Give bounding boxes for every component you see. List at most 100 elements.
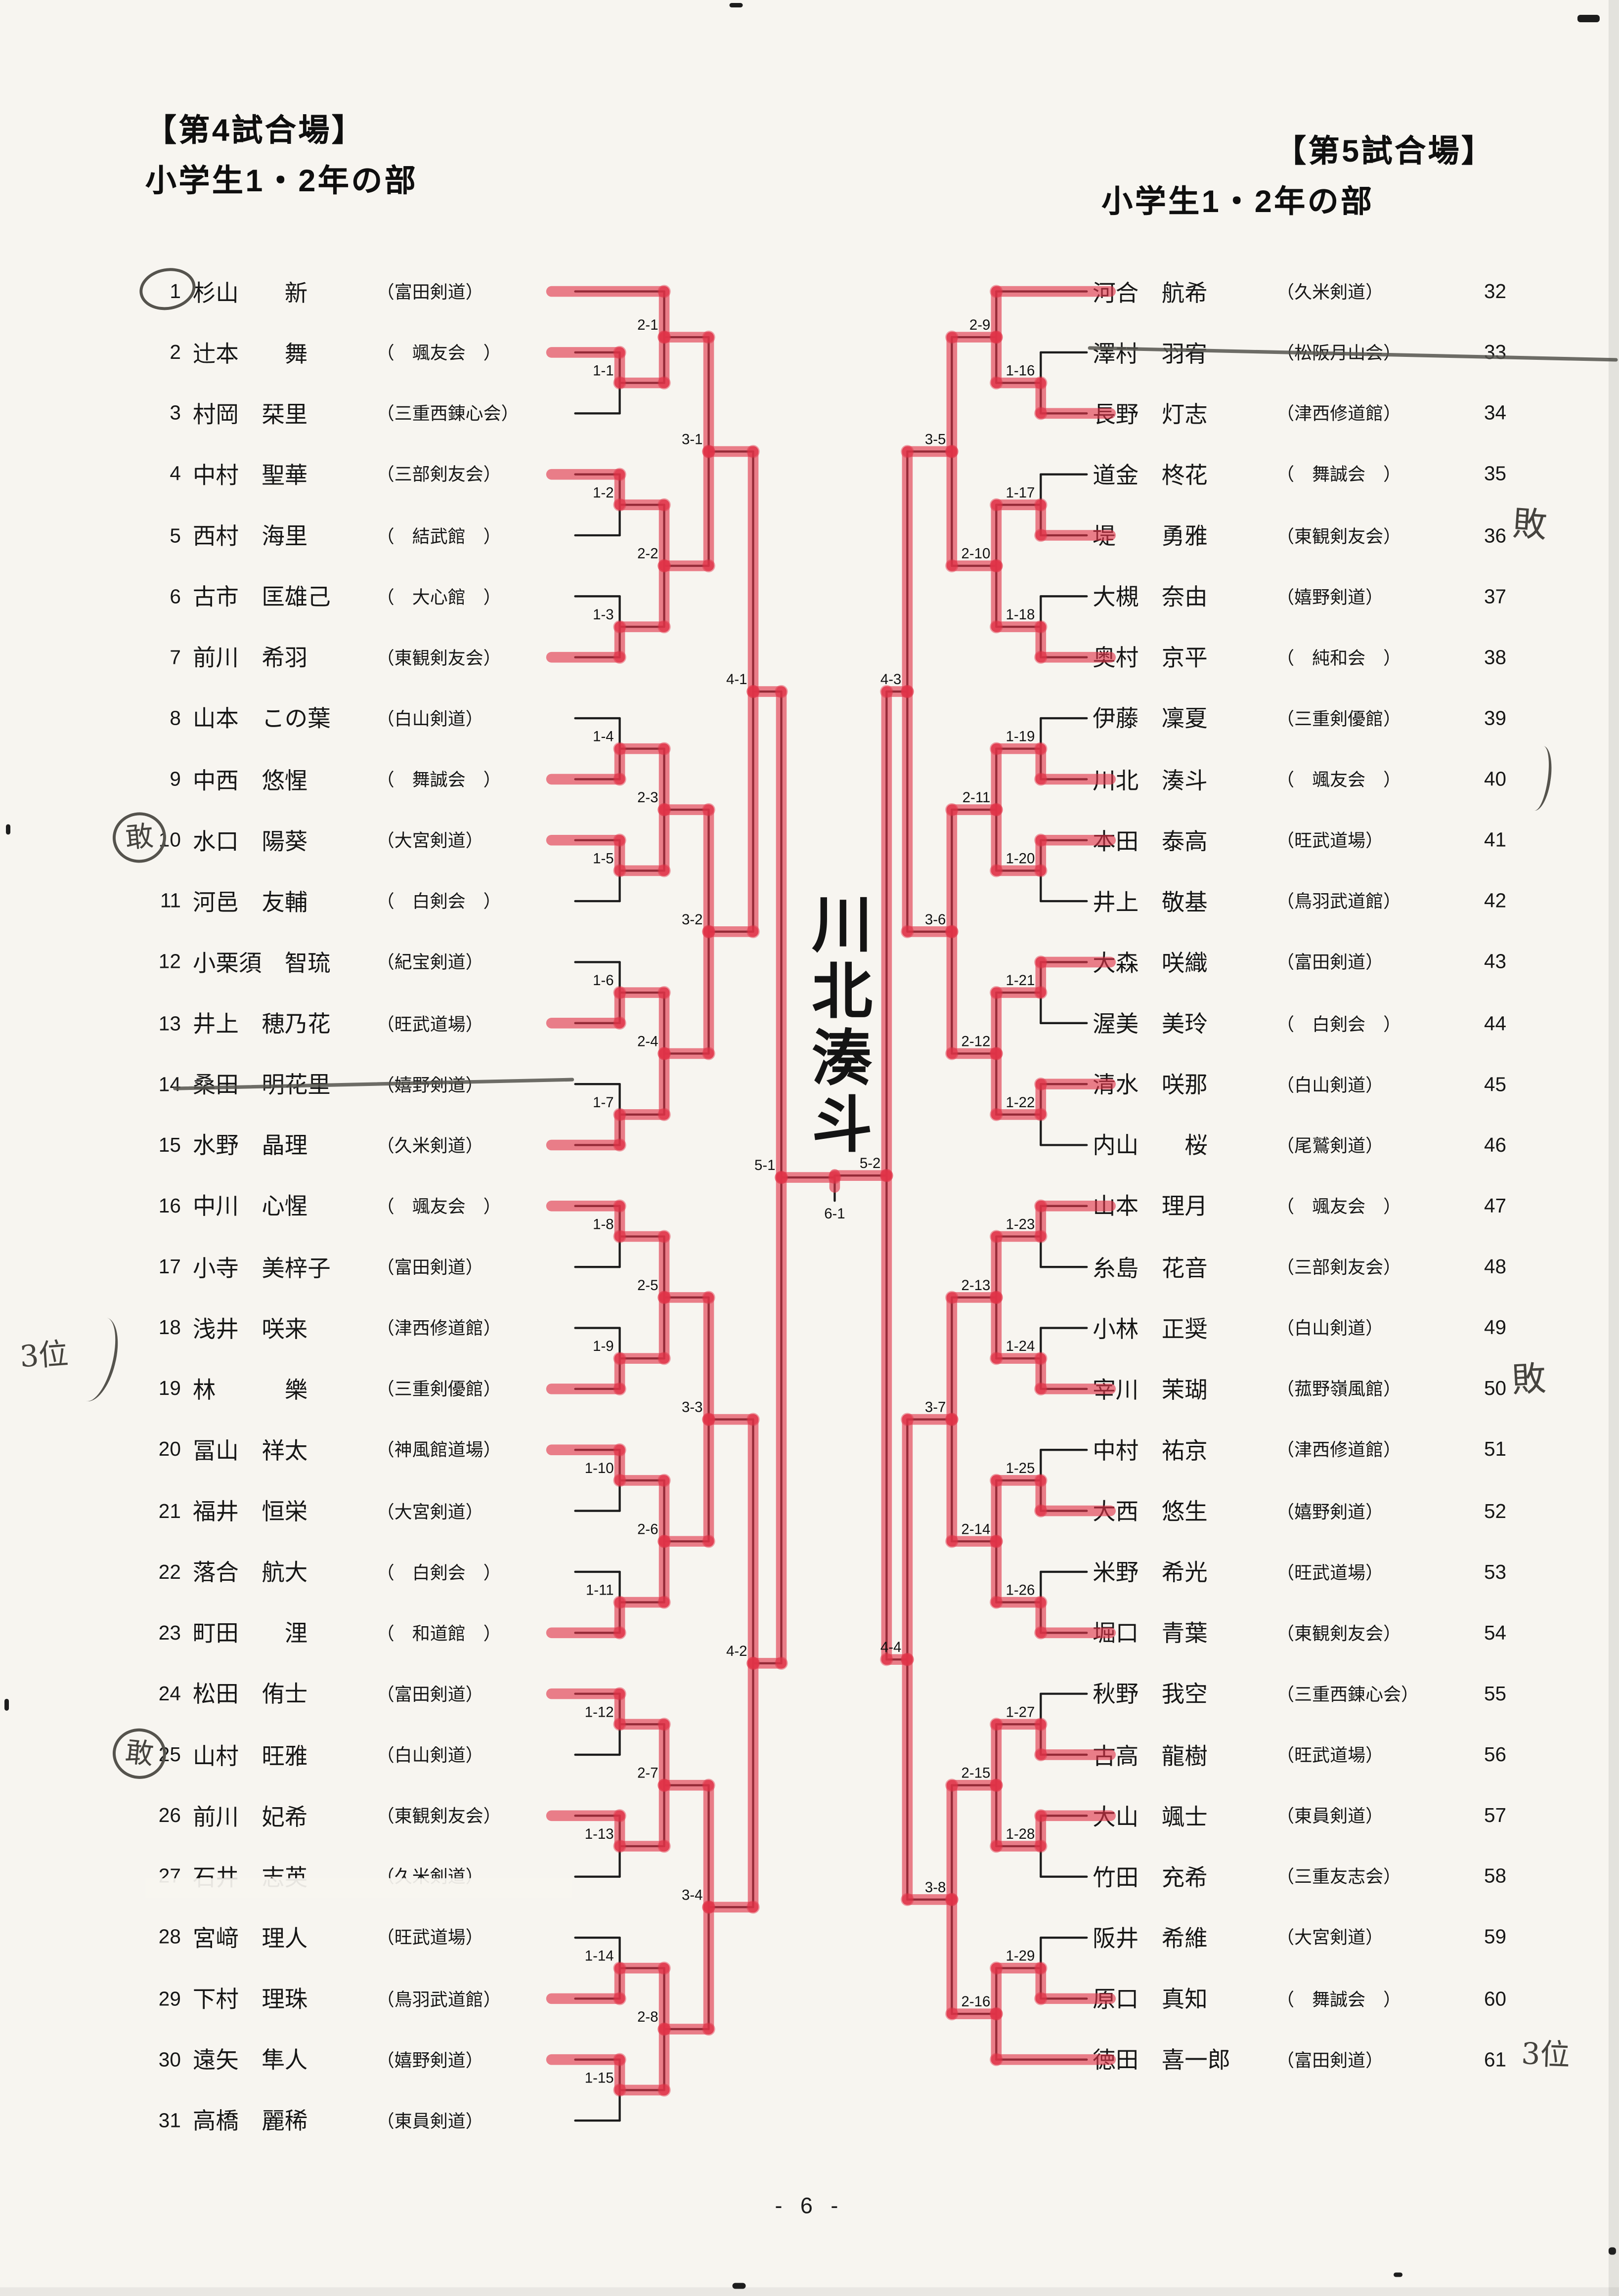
entry-name: 道金 柊花	[1093, 464, 1208, 489]
entry-name: 高橋 麗稀	[192, 2110, 308, 2135]
scan-speck	[1577, 14, 1600, 22]
marker-blob	[702, 330, 715, 344]
marker-blob	[990, 330, 1003, 344]
entry-name: 下村 理珠	[192, 1988, 308, 2013]
marker-blob	[880, 1169, 893, 1182]
entry-name: 遠矢 隼人	[192, 2049, 308, 2075]
marker-blob	[702, 1413, 715, 1426]
entry-row: 30 遠矢 隼人 （嬉野剣道）	[148, 2029, 593, 2090]
marker-blob	[657, 498, 671, 512]
entry-name: 辻本 舞	[192, 342, 308, 367]
marker-blob	[702, 803, 715, 817]
entry-row: 6 古市 匡雄己 （ 大心館 ）	[148, 565, 593, 626]
entry-row: 1 杉山 新 （富田剣道）	[148, 261, 593, 322]
marker-blob	[1034, 833, 1048, 847]
marker-blob	[990, 803, 1003, 817]
marker-blob	[702, 1413, 715, 1426]
marker-blob	[613, 1352, 626, 1365]
entry-row: 小林 正奨 （白山剣道） 49	[1093, 1298, 1540, 1358]
entry-row: 大西 悠生 （嬉野剣道） 52	[1093, 1480, 1540, 1541]
entry-club: （東観剣友会）	[1276, 525, 1401, 547]
marker-blob	[657, 330, 671, 344]
match-label: 2-7	[637, 1765, 658, 1781]
entry-name: 中川 心惺	[192, 1195, 308, 1221]
marker-blob	[901, 445, 914, 458]
marker-blob	[746, 445, 760, 458]
marker-blob	[1034, 407, 1048, 420]
marker-blob	[657, 803, 671, 817]
entry-row: 米野 希光 （旺武道場） 53	[1093, 1541, 1540, 1602]
entry-name: 渥美 美玲	[1093, 1012, 1208, 1038]
marker-blob	[746, 1901, 760, 1914]
entry-row: 清水 咲那 （白山剣道） 45	[1093, 1053, 1540, 1114]
marker-blob	[775, 685, 788, 698]
entry-name: 浅井 咲来	[192, 1317, 308, 1343]
entry-number: 57	[1484, 1804, 1507, 1827]
match-label: 2-12	[962, 1033, 991, 1049]
marker-blob	[1034, 864, 1048, 877]
marker-blob	[901, 685, 914, 698]
entry-name: 杉山 新	[192, 281, 308, 306]
marker-blob	[613, 833, 626, 847]
marker-blob	[1034, 1108, 1048, 1122]
entry-row: 12 小栗須 智琉 （紀宝剣道）	[148, 931, 593, 992]
right-entry-list: 河合 航希 （久米剣道） 32 澤村 羽宥 （松阪月山会） 33 長野 灯志 （…	[1093, 261, 1540, 2090]
entry-number: 4	[170, 463, 181, 485]
entry-name: 山本 この葉	[192, 707, 331, 733]
marker-blob	[1034, 1626, 1048, 1640]
marker-blob	[702, 1901, 715, 1914]
match-label: 3-7	[925, 1399, 946, 1416]
match-label: 2-16	[962, 1993, 991, 2010]
entry-number: 12	[158, 951, 181, 973]
entry-row: 堤 勇雅 （東観剣友会） 36	[1093, 505, 1540, 565]
marker-blob	[613, 2083, 626, 2097]
marker-blob	[746, 1656, 760, 1670]
marker-blob	[613, 1138, 626, 1152]
entry-name: 井上 穂乃花	[192, 1012, 331, 1038]
match-label: 1-28	[1006, 1826, 1035, 1842]
entry-number: 32	[1484, 280, 1507, 303]
match-label: 1-23	[1006, 1216, 1035, 1233]
annotation-hai-entry-36: 敗	[1511, 505, 1548, 546]
marker-blob	[945, 330, 959, 344]
marker-blob	[1034, 528, 1048, 542]
match-label: 1-3	[593, 606, 613, 623]
match-label: 1-22	[1006, 1094, 1035, 1111]
entry-row: 27 石井 志英 （久米剣道）	[148, 1846, 593, 1907]
entry-number: 20	[158, 1438, 181, 1461]
marker-blob	[613, 986, 626, 999]
entry-number: 35	[1484, 463, 1507, 485]
entry-row: 道金 柊花 （ 舞誠会 ） 35	[1093, 444, 1540, 505]
marker-blob	[990, 1291, 1003, 1304]
entry-row: 10 水口 陽葵 （大宮剣道）	[148, 810, 593, 870]
marker-blob	[613, 742, 626, 755]
marker-blob	[613, 1596, 626, 1609]
entry-name: 古市 匡雄己	[192, 586, 331, 611]
match-label: 2-6	[637, 1521, 658, 1537]
entry-name: 長野 灯志	[1093, 403, 1208, 429]
entry-club: （富田剣道）	[376, 1684, 483, 1705]
entry-club: （久米剣道）	[1276, 281, 1384, 303]
marker-blob	[1034, 1199, 1048, 1213]
marker-blob	[901, 1653, 914, 1666]
entry-row: 渥美 美玲 （ 白剣会 ） 44	[1093, 993, 1540, 1053]
entry-row: 13 井上 穂乃花 （旺武道場）	[148, 993, 593, 1053]
marker-blob	[990, 1230, 1003, 1243]
entry-club: （鳥羽武道館）	[376, 1989, 501, 2010]
entry-club: （津西修道館）	[1276, 1440, 1401, 1461]
entry-row: 伊藤 凜夏 （三重剣優館） 39	[1093, 688, 1540, 748]
match-label: 4-2	[726, 1643, 747, 1659]
entry-club: （旺武道場）	[376, 1013, 483, 1034]
entry-row: 2 辻本 舞 （ 颯友会 ）	[148, 322, 593, 383]
marker-blob	[990, 376, 1003, 390]
marker-blob	[657, 2083, 671, 2097]
entry-name: 前川 妃希	[192, 1805, 308, 1830]
entry-club: （ 颯友会 ）	[376, 343, 501, 364]
entry-name: 大槻 奈由	[1093, 586, 1208, 611]
entry-club: （富田剣道）	[376, 281, 483, 303]
marker-blob	[613, 1961, 626, 1975]
marker-blob	[702, 1535, 715, 1548]
entry-number: 7	[170, 646, 181, 668]
entry-club: （紀宝剣道）	[376, 952, 483, 973]
